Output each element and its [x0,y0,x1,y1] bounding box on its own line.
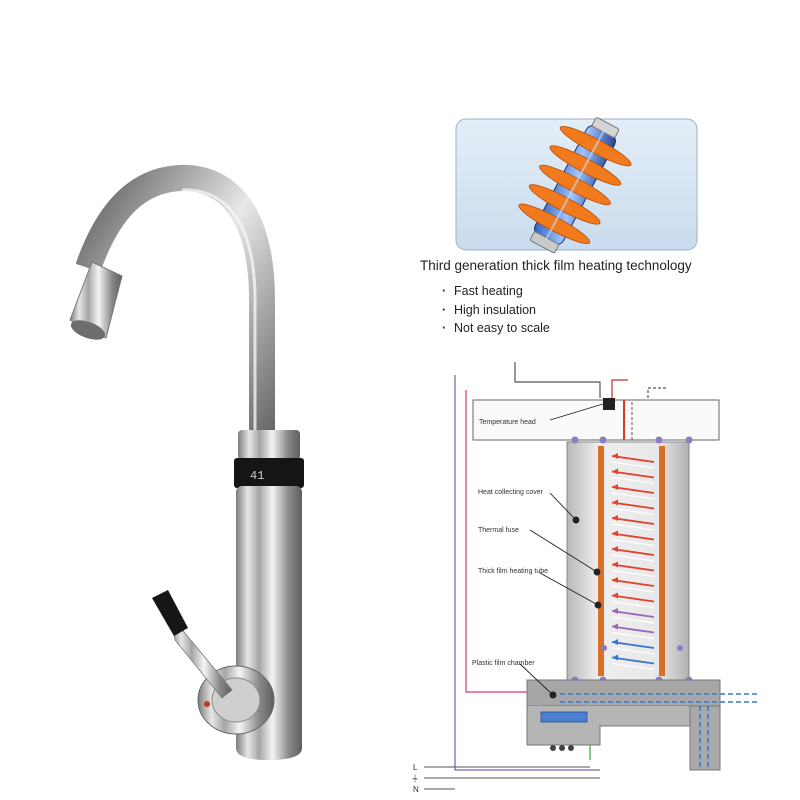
coil-arrowhead [612,654,618,661]
coil-arrowhead [612,515,618,521]
ground-icon: ⏚ [411,774,419,783]
coil-arrow [611,532,655,541]
coil-return [611,600,655,609]
faucet-spout [75,164,275,440]
coil-return [611,523,655,531]
coil-return [611,662,655,671]
coil-arrow [611,610,655,618]
feature-item: High insulation [452,301,550,320]
coil-return [611,492,655,500]
coil-arrow [611,548,655,556]
plastic-film-chamber [526,679,721,707]
coil-arrow [611,486,655,494]
faucet-display: 41 [250,469,264,483]
temperature-head [603,398,615,410]
coil-arrow [611,563,655,572]
coil-return [611,631,655,640]
coil-arrowhead [612,468,618,475]
coil-arrowhead [612,592,618,599]
coil-arrowhead [612,499,618,506]
technology-heading: Third generation thick film heating tech… [420,258,692,273]
faucet-body [236,486,302,708]
heating-element-panel [455,117,698,254]
label-thick-film-heating-tube: Thick film heating tube [478,568,548,575]
coil-arrowhead [612,484,618,490]
coil-return [611,538,655,547]
label-thermal-fuse: Thermal fuse [478,527,519,534]
coil-arrowhead [612,639,618,645]
coil-arrowhead [612,577,618,583]
coil-arrow [611,455,655,463]
coil-return [611,616,655,624]
coil-return [611,554,655,562]
heating-coil [611,453,655,671]
coil-arrow [611,579,655,587]
hot-indicator-icon [204,701,210,707]
coil-arrow [611,470,655,479]
label-plastic-film-chamber: Plastic film chamber [472,660,535,667]
power-label-l: L [413,763,418,772]
coil-arrowhead [612,546,618,552]
coil-return [611,461,655,469]
feature-item: Fast heating [452,282,550,301]
coil-arrow [611,517,655,525]
coil-arrow [611,656,655,665]
coil-arrowhead [612,608,618,614]
label-temperature-head: Temperature head [479,419,536,426]
coil-return [611,647,655,655]
heater-cross-section-diagram: Temperature head Heat collecting cover T… [411,362,760,794]
coil-arrow [611,625,655,634]
feature-list: Fast heating High insulation Not easy to… [452,282,550,338]
coil-return [611,476,655,485]
coil-return [611,585,655,593]
faucet-collar [238,430,300,460]
coil-return [611,507,655,516]
coil-arrowhead [612,453,618,459]
power-label-n: N [413,785,419,794]
coil-arrow [611,641,655,649]
faucet: 41 [69,164,304,760]
coil-arrow [611,594,655,603]
label-heat-collecting-cover: Heat collecting cover [478,489,544,496]
feature-item: Not easy to scale [452,319,550,338]
coil-arrowhead [612,623,618,630]
coil-return [611,569,655,578]
coil-arrow [611,501,655,510]
faucet-display-band [234,458,304,488]
coil-arrowhead [612,561,618,568]
coil-arrowhead [612,530,618,537]
